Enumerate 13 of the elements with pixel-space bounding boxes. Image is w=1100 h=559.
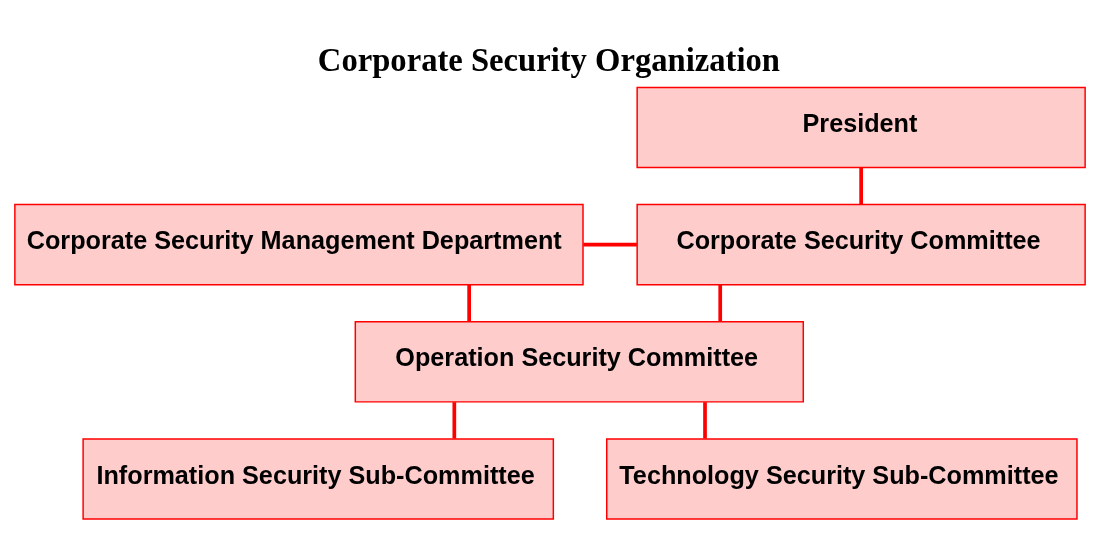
connector bbox=[703, 402, 707, 439]
diagram-title: Corporate Security Organization bbox=[317, 41, 780, 78]
connector bbox=[583, 242, 637, 247]
node-box: Information Security Sub-Committee bbox=[82, 438, 555, 520]
node-box: Corporate Security Management Department bbox=[14, 203, 584, 286]
node-box: Corporate Security Committee bbox=[636, 203, 1086, 286]
connector bbox=[718, 284, 723, 322]
connector bbox=[467, 284, 471, 322]
connector bbox=[859, 167, 863, 205]
node-box: President bbox=[636, 86, 1086, 169]
node-box: Operation Security Committee bbox=[354, 321, 805, 403]
connector bbox=[452, 402, 457, 439]
node-box: Technology Security Sub-Committee bbox=[606, 438, 1078, 520]
